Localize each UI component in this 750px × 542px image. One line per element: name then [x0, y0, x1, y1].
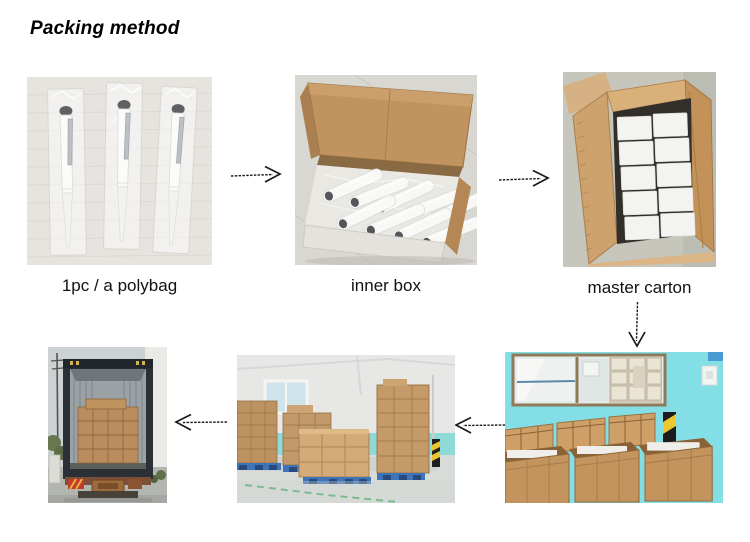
- carton-stack-front: [298, 429, 371, 484]
- warehouse-pallets-illustration: [237, 355, 455, 503]
- arrow-left-icon: [174, 413, 228, 431]
- arrow-down-icon: [628, 301, 646, 348]
- truck-chassis: [65, 477, 151, 498]
- cartons-in-container: [77, 398, 139, 464]
- corner-guard: [432, 439, 440, 467]
- floor-marking-line: [244, 484, 398, 503]
- container-truck-illustration: [48, 347, 167, 503]
- caption-inner-box: inner box: [351, 276, 421, 295]
- photo-inner-box: [295, 75, 477, 265]
- arrow-right-icon: [230, 165, 282, 183]
- divider-boxes-room-illustration: [505, 352, 723, 503]
- polybagged-pens-in-box: [305, 165, 477, 251]
- wall-sign: [708, 352, 723, 361]
- master-carton-front-edge: [589, 252, 715, 267]
- corner-guard: [663, 412, 676, 446]
- photo-master-carton: [563, 72, 716, 267]
- caption-master-carton: master carton: [587, 278, 692, 297]
- arrow-left-icon: [454, 416, 506, 434]
- pens-in-polybags-illustration: [27, 77, 212, 265]
- page-title: Packing method: [30, 18, 180, 39]
- master-carton-illustration: [563, 72, 716, 267]
- photo-warehouse-pallets: [237, 355, 455, 503]
- stacked-cartons-through-window: [609, 357, 662, 403]
- photo-pens-in-polybags: [27, 77, 212, 265]
- inner-box-illustration: [295, 75, 477, 265]
- photo-container-truck: [48, 347, 167, 503]
- carton-stack-left: [237, 400, 281, 470]
- inner-box-side-flap: [445, 177, 471, 255]
- photo-divider-boxes-room: [505, 352, 723, 503]
- arrow-right-icon: [498, 169, 550, 187]
- inner-box-lid: [300, 82, 474, 168]
- window: [511, 353, 667, 407]
- caption-polybag: 1pc / a polybag: [61, 276, 178, 295]
- carton-stack-right: [376, 379, 430, 480]
